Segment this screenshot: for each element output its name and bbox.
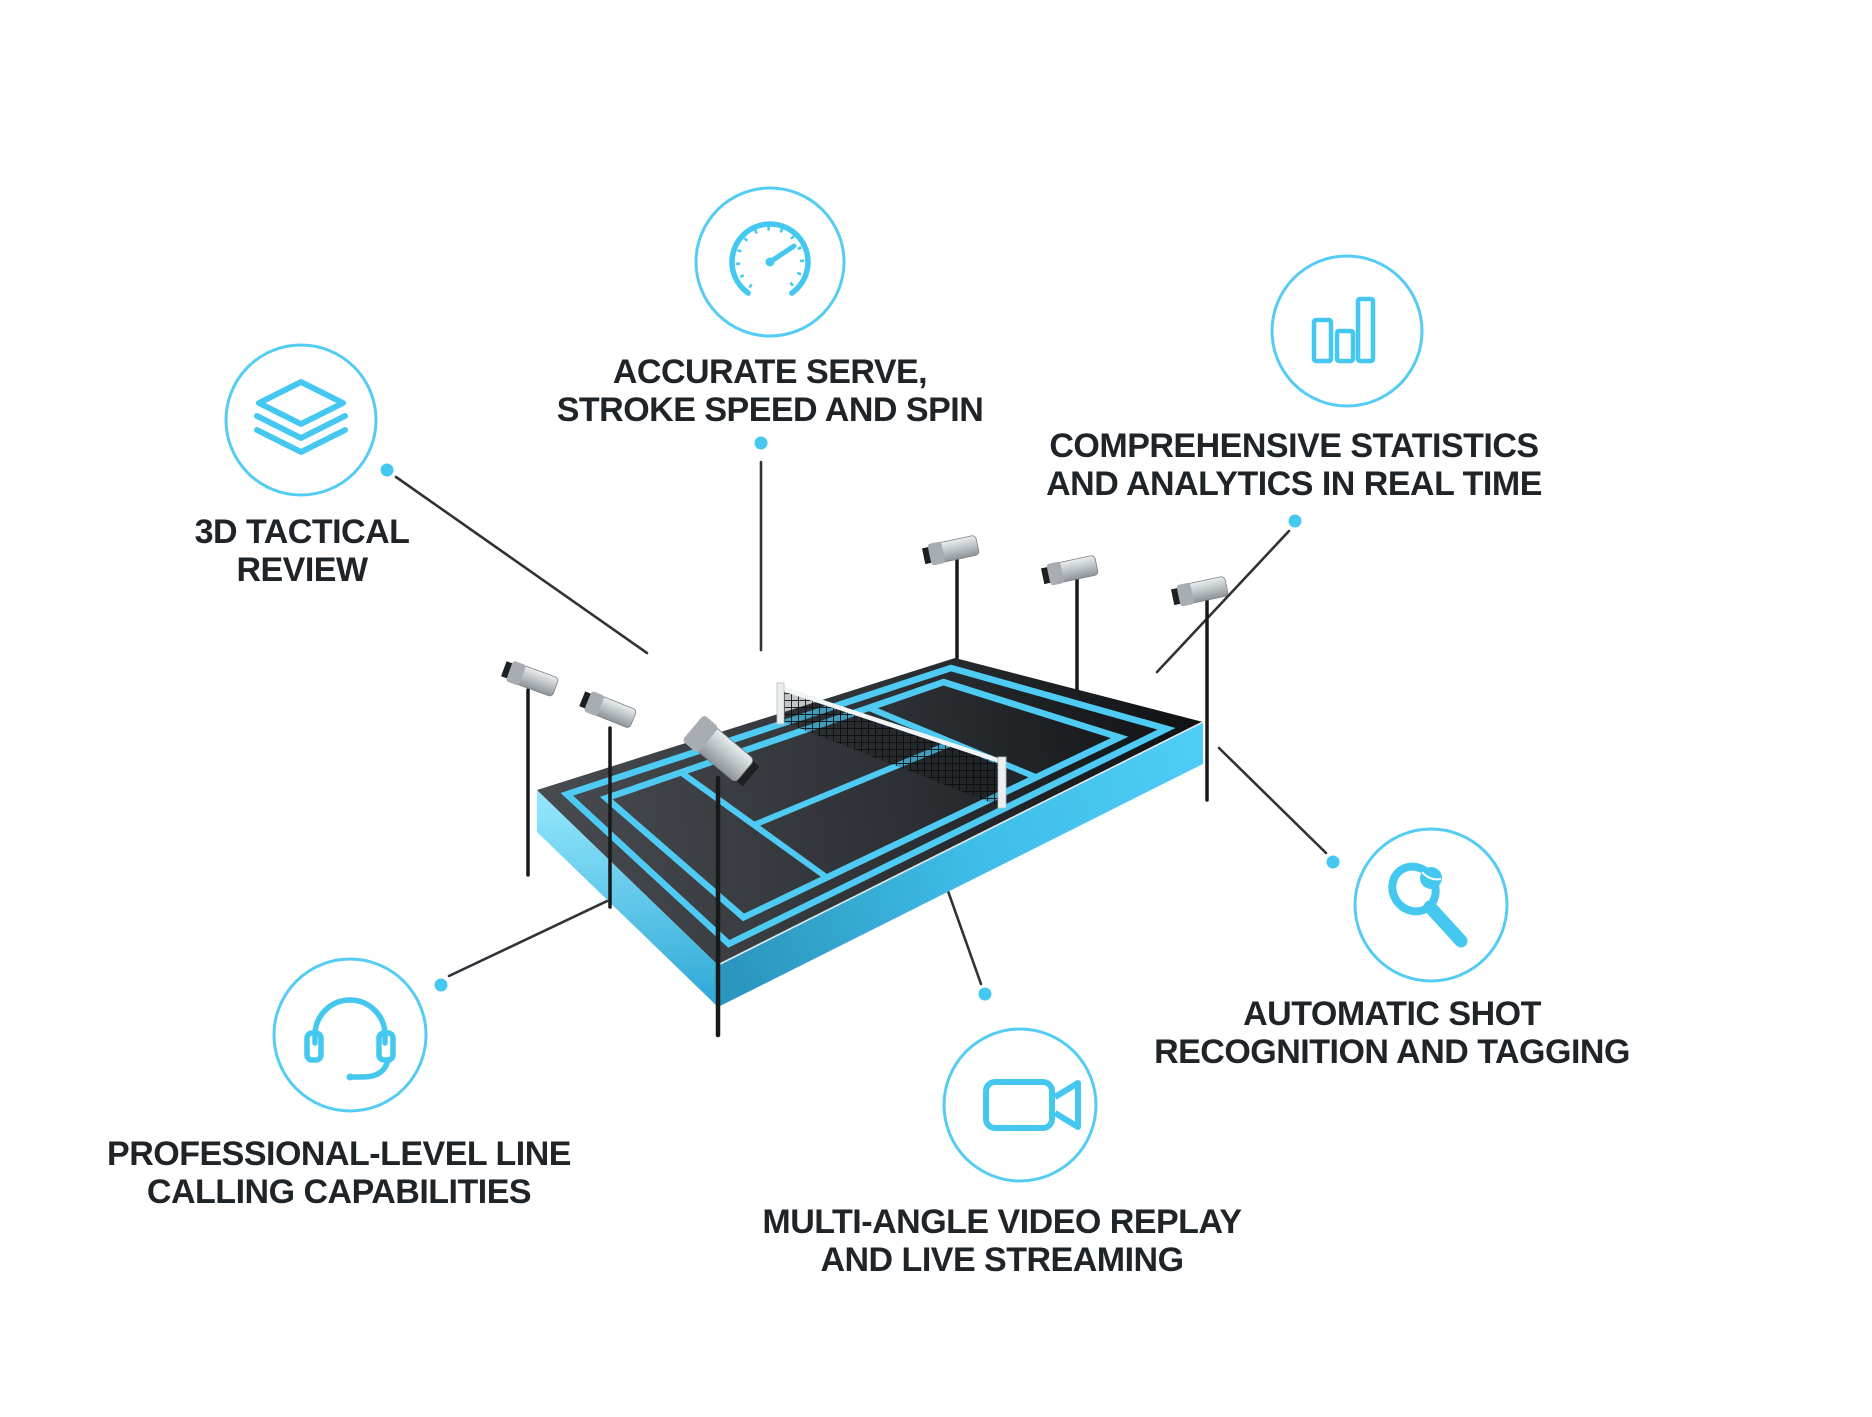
feature-label-line1: ACCURATE SERVE,: [613, 353, 927, 391]
feature-shot-recognition: AUTOMATIC SHOT RECOGNITION AND TAGGING: [1154, 827, 1630, 1071]
connector-dot: [754, 436, 768, 450]
cctv-camera: [1039, 553, 1100, 588]
feature-label-line2: REVIEW: [236, 551, 369, 589]
cctv-camera-large: [683, 716, 760, 787]
cctv-camera: [577, 688, 638, 731]
feature-circle: [694, 186, 846, 338]
net-post-left: [776, 682, 785, 725]
tennis-net: [776, 682, 1007, 809]
cctv-camera: [920, 533, 981, 568]
connector-line: [394, 475, 649, 655]
feature-tactical-review: 3D TACTICAL REVIEW: [195, 343, 410, 589]
court-slab-side-right: [718, 722, 1203, 1007]
connector-dot: [978, 987, 992, 1001]
feature-video-replay: MULTI-ANGLE VIDEO REPLAY AND LIVE STREAM…: [762, 1027, 1243, 1279]
net-mesh-grid: [781, 686, 1002, 807]
net-top-band: [779, 685, 1004, 765]
feature-line-calling: PROFESSIONAL-LEVEL LINE CALLING CAPABILI…: [107, 957, 571, 1211]
service-line-right: [867, 705, 1038, 781]
video-camera-icon: [983, 1079, 1081, 1131]
headset-icon: [304, 997, 396, 1081]
feature-label-line1: 3D TACTICAL: [195, 513, 410, 551]
feature-label-line1: COMPREHENSIVE STATISTICS: [1049, 427, 1538, 465]
cctv-cameras: [499, 533, 1230, 787]
feature-circle: [942, 1027, 1098, 1183]
feature-serve-speed: ACCURATE SERVE, STROKE SPEED AND SPIN: [557, 186, 984, 429]
feature-circle: [1353, 827, 1509, 983]
feature-label-line1: AUTOMATIC SHOT: [1243, 995, 1541, 1033]
connector-dot: [434, 978, 448, 992]
feature-label-line2: STROKE SPEED AND SPIN: [557, 391, 984, 429]
connector-lines: [394, 460, 1328, 986]
feature-circle: [272, 957, 428, 1113]
connector-line: [941, 875, 983, 986]
feature-circle: [224, 343, 378, 497]
connector-dot: [1326, 855, 1340, 869]
connector-line: [1155, 529, 1291, 674]
speedometer-icon: [729, 221, 811, 296]
court-slab-side-left: [537, 790, 718, 1007]
bar-chart-icon: [1311, 296, 1376, 364]
tennis-racket-icon: [1388, 862, 1468, 948]
connector-dot: [380, 463, 394, 477]
tennis-court: [537, 658, 1204, 1007]
feature-label-line1: PROFESSIONAL-LEVEL LINE: [107, 1135, 571, 1173]
connector-dot: [1288, 514, 1302, 528]
connector-line: [1217, 746, 1328, 855]
feature-label-line2: RECOGNITION AND TAGGING: [1154, 1033, 1630, 1071]
feature-label-line2: CALLING CAPABILITIES: [147, 1173, 531, 1211]
court-edge-highlight: [717, 721, 1204, 966]
connector-dots: [380, 436, 1340, 1001]
feature-label-line1: MULTI-ANGLE VIDEO REPLAY: [762, 1203, 1242, 1241]
layers-icon: [254, 379, 348, 455]
feature-circle: [1270, 254, 1424, 408]
camera-poles-back: [955, 556, 1209, 802]
net-post-right: [997, 756, 1007, 809]
court-slab-top: [537, 658, 1203, 965]
feature-statistics: COMPREHENSIVE STATISTICS AND ANALYTICS I…: [1046, 254, 1542, 503]
feature-label-line2: AND ANALYTICS IN REAL TIME: [1046, 465, 1542, 503]
camera-poles-front: [526, 688, 721, 1038]
feature-label-line2: AND LIVE STREAMING: [820, 1241, 1183, 1279]
